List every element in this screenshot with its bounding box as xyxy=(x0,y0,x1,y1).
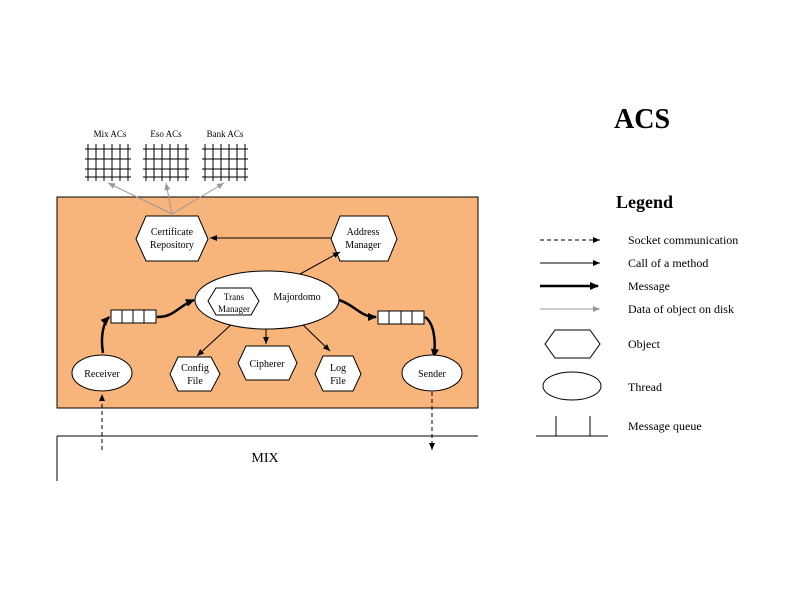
node-label: Log xyxy=(330,363,346,374)
object-hexagon xyxy=(135,215,209,262)
database-label: Bank ACs xyxy=(207,129,244,139)
database-grid xyxy=(202,144,248,181)
mix-label: MIX xyxy=(251,451,278,466)
legend-heading: Legend xyxy=(616,192,673,212)
object-hexagon xyxy=(237,345,298,381)
node-label: Config xyxy=(181,363,209,374)
node-label: Repository xyxy=(150,240,194,251)
thread-ellipse xyxy=(401,354,463,392)
database-label: Mix ACs xyxy=(94,129,127,139)
object-hexagon xyxy=(207,287,260,316)
message-arrows xyxy=(100,298,439,358)
legend: Legend Socket communication Call of a me… xyxy=(536,192,738,437)
object-hexagon xyxy=(330,215,398,262)
legend-label: Call of a method xyxy=(628,256,708,270)
database-eso-acs: Eso ACs xyxy=(143,129,189,181)
object-hexagon xyxy=(314,355,362,392)
node-label: Address xyxy=(347,227,380,238)
legend-label: Object xyxy=(628,337,661,351)
node-label: Receiver xyxy=(84,369,120,380)
address-manager-node: Address Manager xyxy=(330,215,398,262)
database-mix-acs: Mix ACs xyxy=(85,129,131,181)
object-hexagon xyxy=(169,356,221,392)
diagram-title: ACS xyxy=(614,104,670,135)
receiver-node: Receiver xyxy=(71,354,133,392)
thread-ellipse xyxy=(71,354,133,392)
legend-object-symbol xyxy=(544,329,601,359)
node-label: File xyxy=(187,376,203,387)
data-arrows xyxy=(107,182,225,215)
mix-block: MIX xyxy=(56,435,478,481)
database-grid xyxy=(143,144,189,181)
input-message-queue xyxy=(110,309,157,324)
legend-label: Thread xyxy=(628,380,662,394)
legend-label: Message queue xyxy=(628,419,702,433)
legend-thread-symbol xyxy=(542,371,602,401)
database-grid xyxy=(85,144,131,181)
legend-label: Socket communication xyxy=(628,233,738,247)
legend-label: Message xyxy=(628,279,670,293)
node-label: Manager xyxy=(218,304,250,314)
node-label: Trans xyxy=(224,292,245,302)
node-label: Sender xyxy=(418,369,446,380)
node-label: Manager xyxy=(345,240,381,251)
node-label: File xyxy=(330,376,346,387)
node-label: Certificate xyxy=(151,227,194,238)
method-call-arrows xyxy=(196,235,341,357)
database-label: Eso ACs xyxy=(150,129,182,139)
node-label: Cipherer xyxy=(250,359,286,370)
legend-label: Data of object on disk xyxy=(628,302,734,316)
log-file-node: Log File xyxy=(314,355,362,392)
database-bank-acs: Bank ACs xyxy=(202,129,248,181)
sender-node: Sender xyxy=(401,354,463,392)
config-file-node: Config File xyxy=(169,356,221,392)
cipherer-node: Cipherer xyxy=(237,345,298,381)
certificate-repository-node: Certificate Repository xyxy=(135,215,209,262)
socket-arrows xyxy=(99,392,435,450)
trans-manager-node: Trans Manager xyxy=(207,287,260,316)
node-label: Majordomo xyxy=(273,292,320,303)
legend-queue-symbol xyxy=(536,416,608,437)
output-message-queue xyxy=(377,310,425,325)
